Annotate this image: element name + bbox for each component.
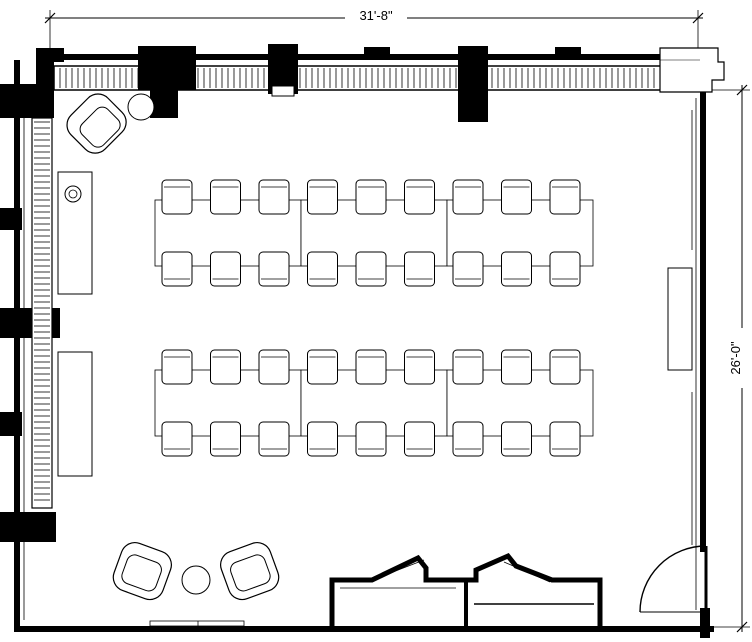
- chair: [161, 179, 193, 215]
- chair: [355, 421, 387, 457]
- depth-dimension: 26'-0": [710, 84, 752, 633]
- left-radiator: [34, 121, 50, 501]
- chair: [501, 349, 532, 385]
- column: [138, 46, 196, 90]
- column: [150, 90, 178, 118]
- chair: [355, 179, 387, 215]
- chair: [307, 349, 338, 385]
- column: [458, 46, 488, 122]
- chair: [501, 179, 532, 215]
- chair: [452, 179, 484, 215]
- credenza: [667, 267, 693, 371]
- side-table: [127, 93, 155, 121]
- chair: [404, 179, 435, 215]
- chair: [210, 251, 241, 287]
- chair: [161, 251, 193, 287]
- depth-dimension-label: 26'-0": [728, 341, 743, 375]
- chair: [501, 421, 532, 457]
- chair: [210, 421, 241, 457]
- chair: [161, 349, 193, 385]
- side-credenza: [57, 351, 93, 477]
- chair: [210, 349, 241, 385]
- chair: [258, 251, 290, 287]
- chair: [355, 251, 387, 287]
- chair: [307, 251, 338, 287]
- chair: [258, 349, 290, 385]
- chair: [549, 251, 581, 287]
- chair: [355, 349, 387, 385]
- chair: [452, 251, 484, 287]
- chair: [452, 421, 484, 457]
- lounge-chair: [220, 542, 280, 601]
- chair: [501, 251, 532, 287]
- left-wall: [0, 48, 60, 632]
- bottom-wall: [14, 620, 714, 632]
- chair: [258, 179, 290, 215]
- lounge-chair: [66, 93, 127, 154]
- top-right-pier: [659, 47, 725, 93]
- width-dimension: 31'-8": [44, 8, 704, 50]
- chair: [549, 179, 581, 215]
- chair: [404, 251, 435, 287]
- chair: [404, 421, 435, 457]
- chair: [549, 421, 581, 457]
- right-wall: [667, 92, 710, 638]
- chair: [210, 179, 241, 215]
- chair: [404, 349, 435, 385]
- chair: [307, 421, 338, 457]
- door[interactable]: [639, 545, 708, 613]
- chair: [549, 349, 581, 385]
- width-dimension-label: 31'-8": [359, 8, 393, 23]
- chair: [258, 421, 290, 457]
- chair: [161, 421, 193, 457]
- top-wall: [50, 44, 669, 122]
- bottom-closets: [329, 552, 603, 626]
- chair: [452, 349, 484, 385]
- side-table: [181, 565, 211, 595]
- lounge-chair: [112, 542, 172, 601]
- chair: [307, 179, 338, 215]
- classroom-seating: [154, 179, 594, 457]
